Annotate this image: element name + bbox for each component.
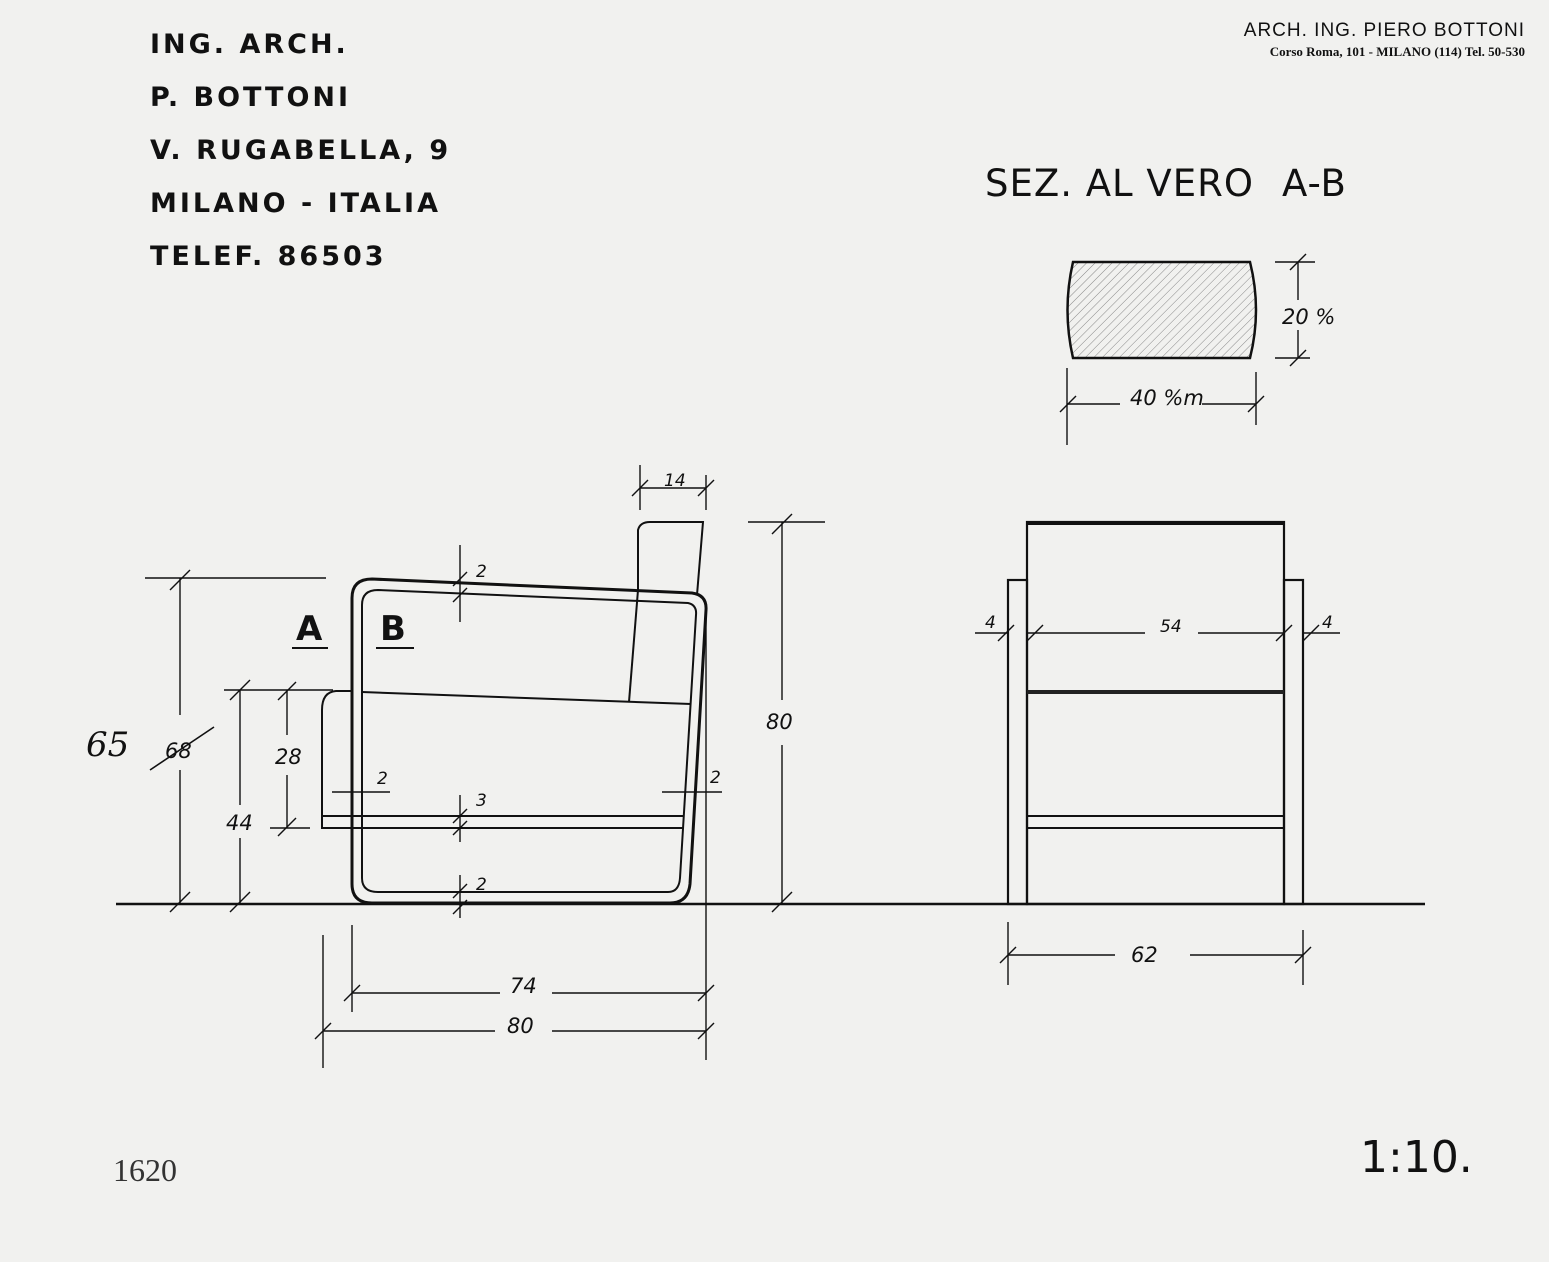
profile-section: 20 % 40 %m	[1059, 253, 1335, 445]
profile-height-label: 20 %	[1282, 305, 1335, 329]
stamp-line-phone: TELEF. 86503	[150, 241, 387, 272]
dim-height-tick-bottom	[771, 891, 793, 913]
architect-stamp-right: ARCH. ING. PIERO BOTTONI Corso Roma, 101…	[1244, 20, 1525, 60]
section-title: SEZ. AL VERO A-B	[985, 162, 1347, 205]
front-dim-width-tick-left	[999, 946, 1017, 964]
front-dim-right-post: 4	[1322, 613, 1333, 633]
dim-tube-left: 2	[377, 769, 388, 789]
front-dim-seat-tick-left	[1026, 624, 1044, 642]
profile-width-label: 40 %m	[1130, 386, 1204, 410]
dim-total-height: 80	[766, 710, 793, 734]
front-dim-seat-width: 54	[1160, 617, 1182, 637]
stamp-right-name: ARCH. ING. PIERO BOTTONI	[1243, 20, 1525, 41]
dim-total-depth: 80	[507, 1014, 534, 1038]
stamp-line-city: MILANO - ITALIA	[150, 188, 441, 219]
seat-front-cushion	[321, 690, 352, 829]
dim-seat-cushion: 3	[476, 791, 487, 811]
backrest-front-edge	[628, 589, 639, 703]
dim-armrest-old-strike	[149, 726, 215, 771]
architect-stamp-left: ING. ARCH. P. BOTTONI V. RUGABELLA, 9 MI…	[150, 18, 451, 283]
dim-seat-tick-bottom	[229, 891, 251, 913]
profile-tick-top	[1289, 253, 1307, 271]
front-left-post	[1006, 578, 1029, 906]
drawing-scale: 1:10.	[1360, 1132, 1473, 1183]
tube-frame-inner	[361, 588, 698, 893]
dim-14-tick-right	[697, 479, 715, 497]
dim-seat-to-arm: 28	[275, 745, 302, 769]
profile-tick-left	[1059, 395, 1077, 413]
front-dim-total-width: 62	[1131, 943, 1158, 967]
dim-28-tick-bottom	[277, 817, 297, 837]
section-mark-a: A	[296, 609, 323, 649]
stamp-line-name: P. BOTTONI	[150, 82, 352, 113]
dim-tube-top-tick2	[452, 587, 468, 603]
dim-height-tick-top	[771, 513, 793, 535]
dim-74-tick-left	[343, 984, 361, 1002]
section-title-main: SEZ. AL VERO	[985, 162, 1254, 205]
backrest-top	[637, 521, 705, 596]
dim-back-thickness: 14	[664, 471, 686, 491]
stamp-line-street: V. RUGABELLA, 9	[150, 135, 452, 166]
profile-tick-right	[1247, 395, 1265, 413]
dim-74-tick-right	[697, 984, 715, 1002]
section-title-ref: A-B	[1281, 162, 1347, 205]
dim-tube-bottom: 2	[476, 875, 487, 895]
dim-cushion-tick2	[452, 820, 468, 836]
dim-seat-height: 44	[226, 811, 253, 835]
stamp-right-address: Corso Roma, 101 - MILANO (114) Tel. 50-5…	[1269, 44, 1525, 59]
dim-tube-bottom-tick1	[452, 883, 468, 899]
front-dim-width-tick-right	[1294, 946, 1312, 964]
side-view: A B 14 2 2 3 2	[86, 465, 825, 1068]
dim-arm-tick-top	[169, 569, 191, 591]
profile-cross-section	[1066, 260, 1258, 360]
dim-arm-tick-bottom	[169, 891, 191, 913]
front-right-post	[1282, 578, 1305, 906]
dim-tube-top: 2	[476, 562, 487, 582]
dim-80-tick-left	[314, 1022, 332, 1040]
seat-top-line	[361, 691, 692, 705]
front-dim-seat-tick-right	[1275, 624, 1293, 642]
front-dim-right-tick	[1302, 624, 1320, 642]
profile-tick-bottom	[1289, 349, 1307, 367]
front-dim-left-tick	[997, 624, 1015, 642]
front-backrest-body	[1025, 520, 1286, 906]
dim-tube-top-tick1	[452, 571, 468, 587]
dim-tube-right: 2	[710, 768, 721, 788]
front-dim-left-post: 4	[985, 613, 996, 633]
stamp-line-title: ING. ARCH.	[150, 29, 349, 60]
archive-number: 1620	[113, 1152, 177, 1188]
dim-frame-length: 74	[510, 974, 537, 998]
dim-14-tick-left	[631, 479, 649, 497]
tube-frame-outer	[350, 577, 708, 905]
dim-seat-tick-top	[229, 679, 251, 701]
dim-80-tick-right	[697, 1022, 715, 1040]
front-view: 4 54 4 62	[975, 520, 1340, 985]
section-mark-b: B	[380, 609, 406, 649]
dim-28-tick-top	[277, 681, 297, 701]
dim-tube-bottom-tick2	[452, 899, 468, 915]
dim-armrest-height: 65	[86, 725, 129, 765]
dim-cushion-tick1	[452, 808, 468, 824]
